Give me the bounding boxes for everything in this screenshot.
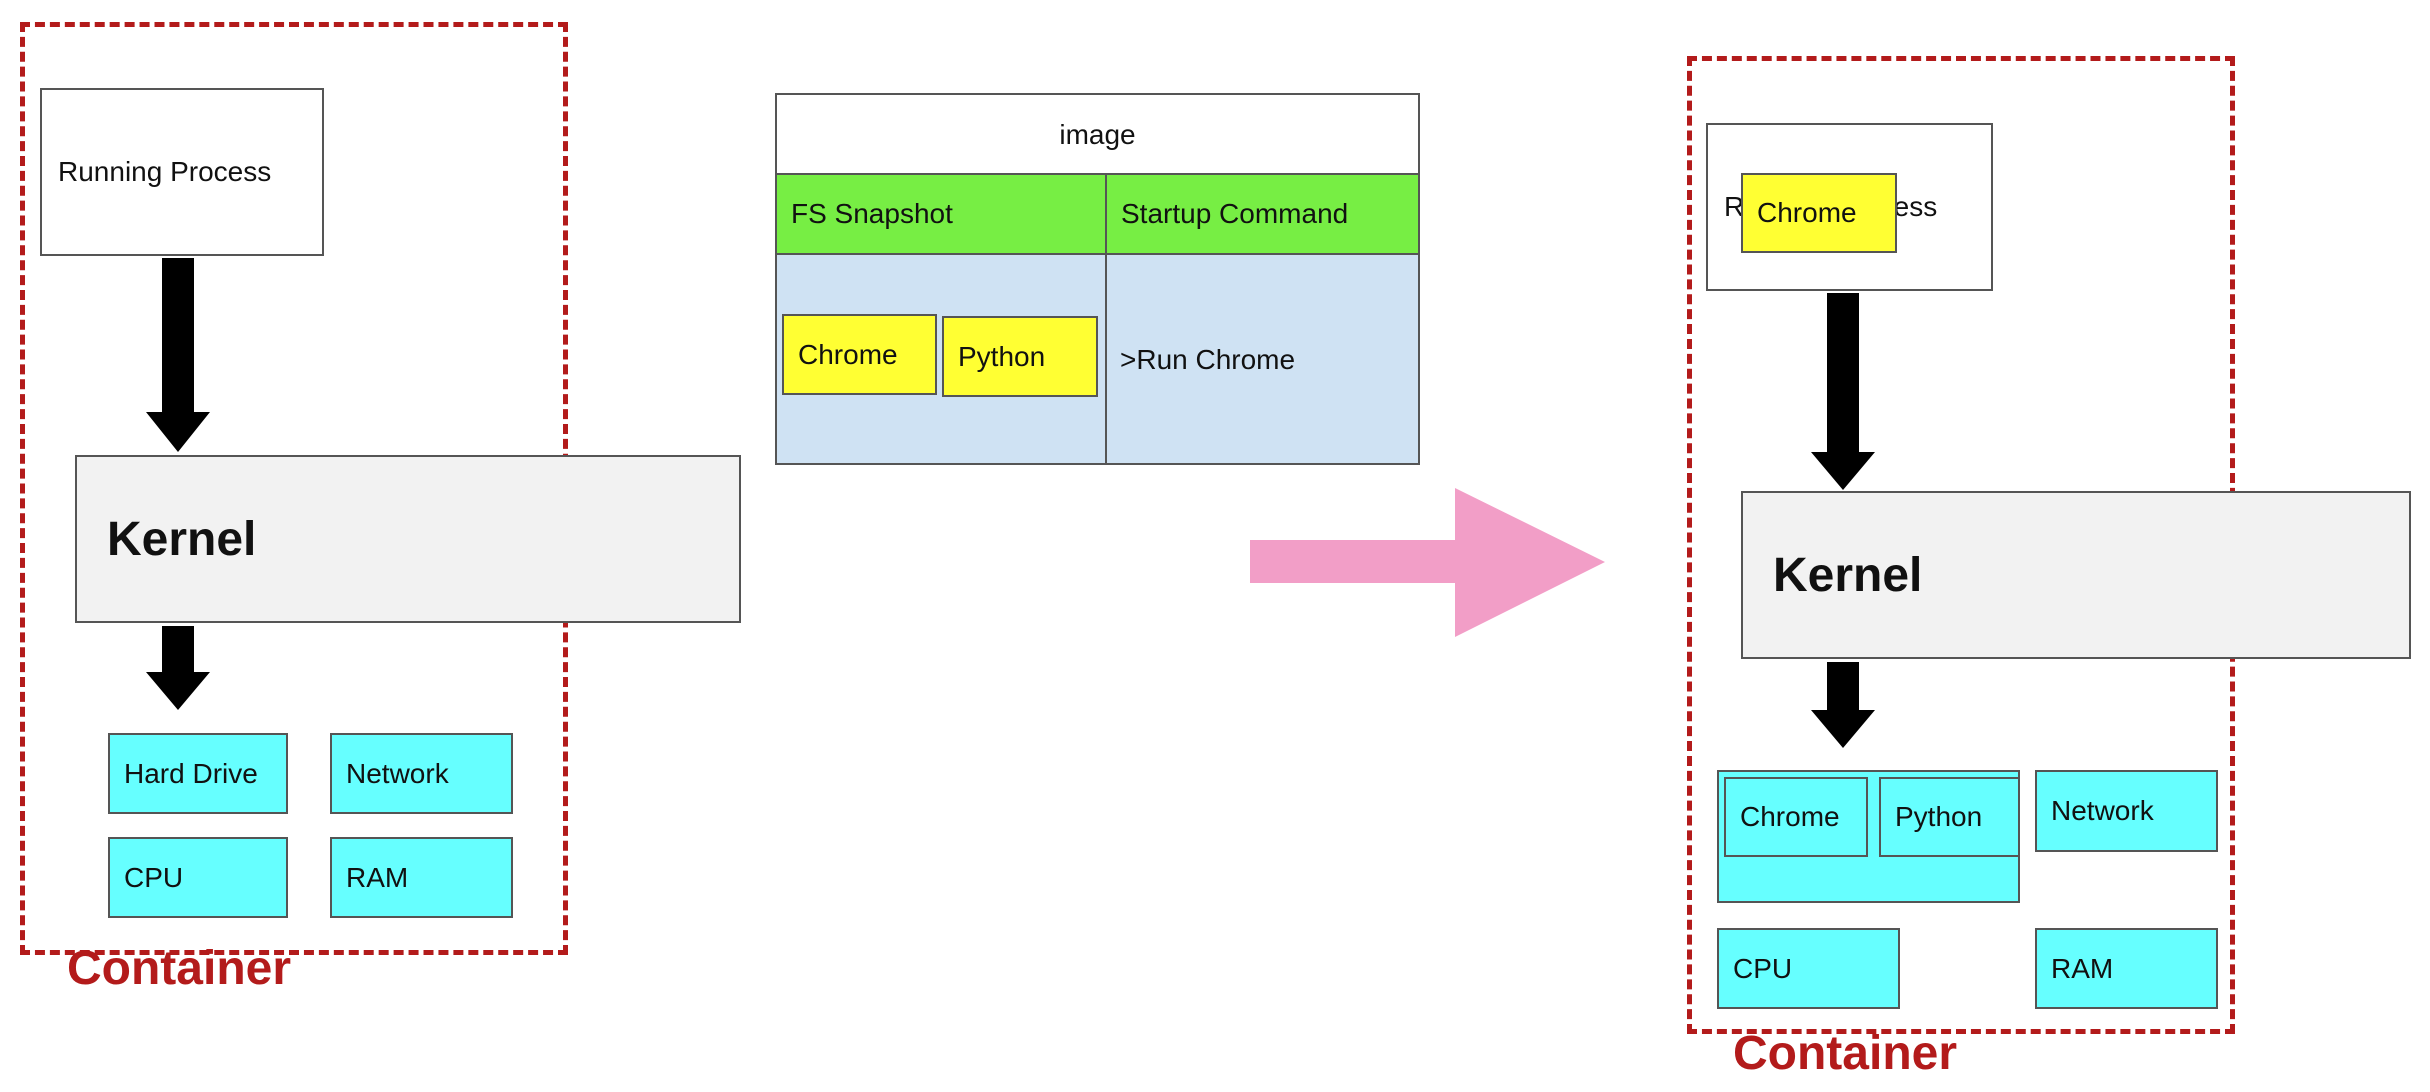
right-kernel-label: Kernel: [1773, 548, 1923, 602]
left-running-process-label: Running Process: [58, 156, 272, 187]
startup-command-text: >Run Chrome: [1120, 344, 1296, 375]
right-hard-drive-chrome: Chrome: [1724, 777, 1868, 857]
left-hard-drive: Hard Drive: [108, 733, 288, 814]
left-cpu-label: CPU: [124, 861, 184, 893]
right-process-chrome-overlay: Chrome: [1741, 173, 1897, 253]
startup-command-header: Startup Command: [1105, 173, 1420, 255]
right-network: Network: [2035, 770, 2218, 852]
right-ram-label: RAM: [2051, 952, 2114, 984]
left-network-label: Network: [346, 757, 449, 789]
left-hard-drive-label: Hard Drive: [124, 757, 258, 789]
right-network-label: Network: [2051, 795, 2154, 826]
left-ram: RAM: [330, 837, 513, 918]
fs-snapshot-header-label: FS Snapshot: [791, 198, 953, 229]
startup-command-cell: [1105, 253, 1420, 465]
right-ram: RAM: [2035, 928, 2218, 1009]
startup-command-header-label: Startup Command: [1121, 198, 1349, 229]
left-container-label: Container: [67, 942, 292, 995]
right-hard-drive-python: Python: [1879, 777, 2020, 857]
fs-item-python-label: Python: [958, 340, 1046, 372]
left-kernel-label: Kernel: [107, 512, 257, 566]
left-running-process: Running Process: [40, 88, 324, 256]
image-table-header-label: image: [1059, 118, 1136, 150]
right-kernel: Kernel: [1741, 491, 2411, 659]
fs-item-python: Python: [942, 316, 1098, 397]
fs-item-chrome-label: Chrome: [798, 338, 898, 370]
right-hard-drive-chrome-label: Chrome: [1740, 801, 1840, 832]
left-kernel: Kernel: [75, 455, 741, 623]
right-process-chrome-label: Chrome: [1757, 197, 1857, 228]
right-cpu-label: CPU: [1733, 952, 1793, 984]
left-cpu: CPU: [108, 837, 288, 918]
left-ram-label: RAM: [346, 861, 409, 893]
right-container-label: Container: [1733, 1027, 1958, 1080]
left-network: Network: [330, 733, 513, 814]
right-hard-drive-python-label: Python: [1895, 801, 1983, 832]
image-table-header: image: [775, 93, 1420, 174]
fs-item-chrome: Chrome: [782, 314, 937, 395]
fs-snapshot-header: FS Snapshot: [775, 173, 1107, 255]
startup-command-value: >Run Chrome: [1120, 340, 1295, 380]
right-cpu: CPU: [1717, 928, 1900, 1009]
